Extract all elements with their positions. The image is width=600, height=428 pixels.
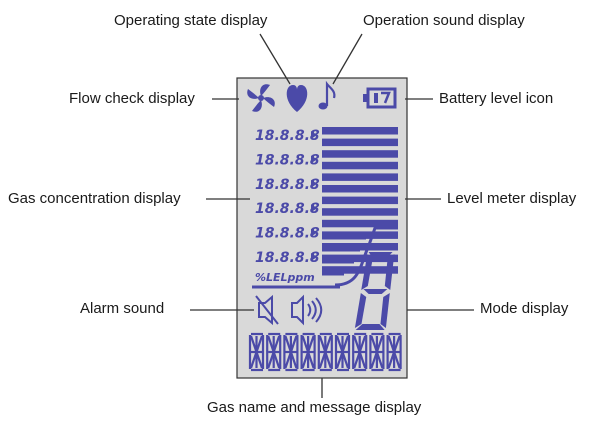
separator-curve: [334, 226, 398, 287]
fan-icon: [247, 84, 275, 112]
muted-speaker-icon: [255, 294, 279, 326]
leader-operation-sound: [332, 33, 363, 85]
level-bar-9: [322, 219, 398, 228]
label-level-meter: Level meter display: [447, 190, 577, 207]
leader-operating-state: [259, 33, 291, 85]
gas-concentration-digits: 18.8.8.8 18.8.8.8 18.8.8.8 18.8.8.8 18.8.8.8…: [255, 128, 320, 266]
row-marker-2: [311, 155, 317, 164]
speaker-icon: [291, 294, 323, 326]
row-marker-5: [311, 228, 317, 237]
heart-icon: [286, 85, 308, 112]
starburst-char-1: [248, 332, 265, 372]
label-battery-level: Battery level icon: [439, 90, 554, 107]
level-bar-6: [322, 185, 398, 193]
level-bar-1: [322, 127, 398, 135]
level-bar-2: [322, 138, 398, 147]
level-bar-3: [322, 150, 398, 158]
label-operating-state: Operating state display: [114, 12, 268, 29]
digit-row-4: 18.8.8.8: [255, 201, 320, 217]
starburst-char-4: [300, 332, 316, 372]
row-marker-3: [311, 179, 317, 188]
unit-text: %LELppm: [255, 271, 315, 284]
row-marker-1: [311, 131, 317, 139]
starburst-char-7: [352, 332, 368, 372]
level-bar-12: [322, 254, 398, 263]
digit-row-6: 18.8.8.8: [255, 250, 320, 266]
leader-lines: [190, 33, 474, 398]
battery-icon: [363, 87, 397, 109]
level-bar-8: [322, 208, 398, 216]
label-gas-name-message: Gas name and message display: [207, 399, 422, 416]
digit-row-2: 18.8.8.8: [255, 152, 320, 168]
label-flow-check: Flow check display: [69, 90, 195, 107]
row-marker-6: [311, 253, 317, 261]
label-mode-display: Mode display: [480, 300, 569, 317]
music-note-icon: [318, 80, 336, 110]
label-alarm-sound: Alarm sound: [80, 300, 165, 317]
label-gas-concentration: Gas concentration display: [8, 190, 181, 207]
starburst-char-6: [334, 332, 351, 372]
starburst-char-8: [369, 332, 385, 372]
digit-row-3: 18.8.8.8: [255, 177, 320, 193]
level-bar-5: [322, 173, 398, 181]
gas-name-message-display: [248, 332, 402, 372]
level-step-1: [322, 232, 366, 240]
starburst-char-3: [283, 332, 299, 372]
level-step-2: [322, 244, 360, 252]
level-step-3: [322, 256, 354, 264]
digit-row-5: 18.8.8.8: [255, 226, 320, 242]
starburst-char-9: [386, 332, 402, 372]
digit-row-1: 18.8.8.8: [255, 128, 320, 144]
level-bar-4: [322, 161, 398, 170]
label-operation-sound: Operation sound display: [363, 12, 525, 29]
starburst-char-5: [317, 332, 333, 372]
row-marker-4: [311, 204, 317, 213]
mode-digit: [354, 252, 395, 330]
starburst-char-2: [266, 332, 282, 372]
level-step-4: [322, 268, 344, 276]
level-bar-7: [322, 196, 398, 205]
